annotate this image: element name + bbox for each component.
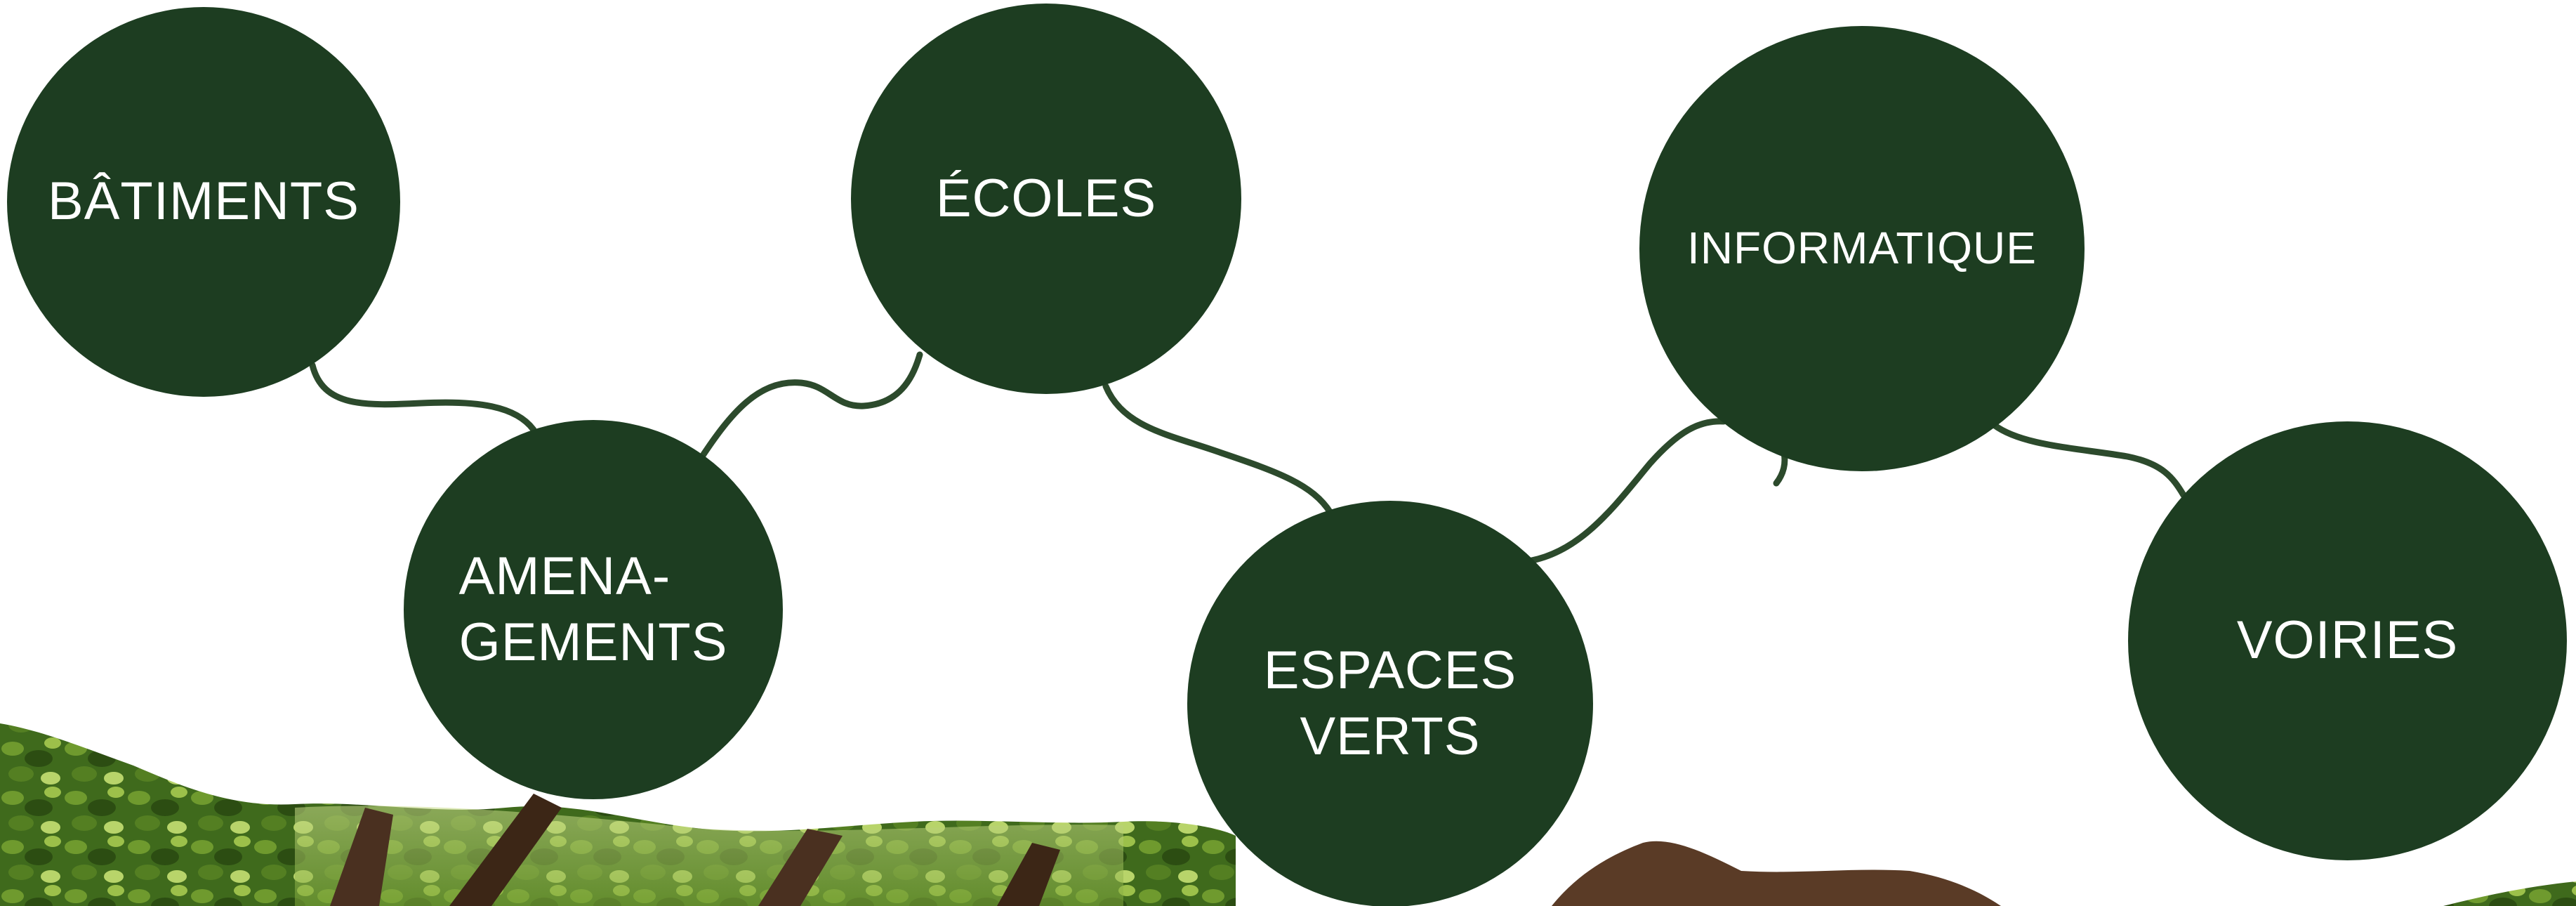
forest-background-image bbox=[0, 723, 2576, 906]
node-amenagements-wrapper: AMENA- GEMENTS bbox=[404, 420, 783, 799]
node-batiments[interactable]: BÂTIMENTS bbox=[7, 7, 400, 397]
tree-trunk-2 bbox=[449, 794, 562, 906]
connector-batiments-amenagements bbox=[309, 362, 537, 433]
tree-trunk-1 bbox=[330, 808, 393, 906]
node-ecoles[interactable]: ÉCOLES bbox=[851, 4, 1241, 394]
node-informatique-wrapper: INFORMATIQUE bbox=[1639, 26, 2085, 471]
connector-espaces-verts-informatique bbox=[1520, 418, 1727, 565]
node-informatique[interactable]: INFORMATIQUE bbox=[1639, 26, 2085, 471]
tree-trunk-4 bbox=[997, 843, 1060, 906]
connector-ecoles-espaces-verts bbox=[1102, 383, 1334, 516]
node-espaces-verts[interactable]: ESPACES VERTS bbox=[1187, 501, 1593, 906]
node-espaces-verts-wrapper: ESPACES VERTS bbox=[1187, 501, 1593, 906]
connector-informatique-voiries bbox=[1990, 421, 2187, 499]
node-espaces-verts-label: ESPACES VERTS bbox=[1263, 640, 1517, 766]
forest-strip-left-light bbox=[295, 806, 1123, 906]
node-voiries-wrapper: VOIRIES bbox=[2128, 421, 2567, 860]
node-ecoles-wrapper: ÉCOLES bbox=[851, 4, 1241, 394]
node-ecoles-label: ÉCOLES bbox=[935, 168, 1157, 228]
node-batiments-wrapper: BÂTIMENTS bbox=[7, 7, 400, 397]
node-amenagements-label: AMENA- GEMENTS bbox=[458, 546, 728, 672]
node-voiries[interactable]: VOIRIES bbox=[2128, 421, 2567, 860]
forest-strip-far-right bbox=[2443, 881, 2576, 906]
node-voiries-label: VOIRIES bbox=[2236, 610, 2459, 671]
node-batiments-label: BÂTIMENTS bbox=[48, 171, 359, 232]
tree-trunk-3 bbox=[758, 829, 843, 906]
connector-amenagements-ecoles bbox=[699, 351, 923, 460]
node-informatique-label: INFORMATIQUE bbox=[1687, 223, 2037, 274]
forest-strip-right bbox=[1552, 841, 2001, 906]
node-amenagements[interactable]: AMENA- GEMENTS bbox=[404, 420, 783, 799]
